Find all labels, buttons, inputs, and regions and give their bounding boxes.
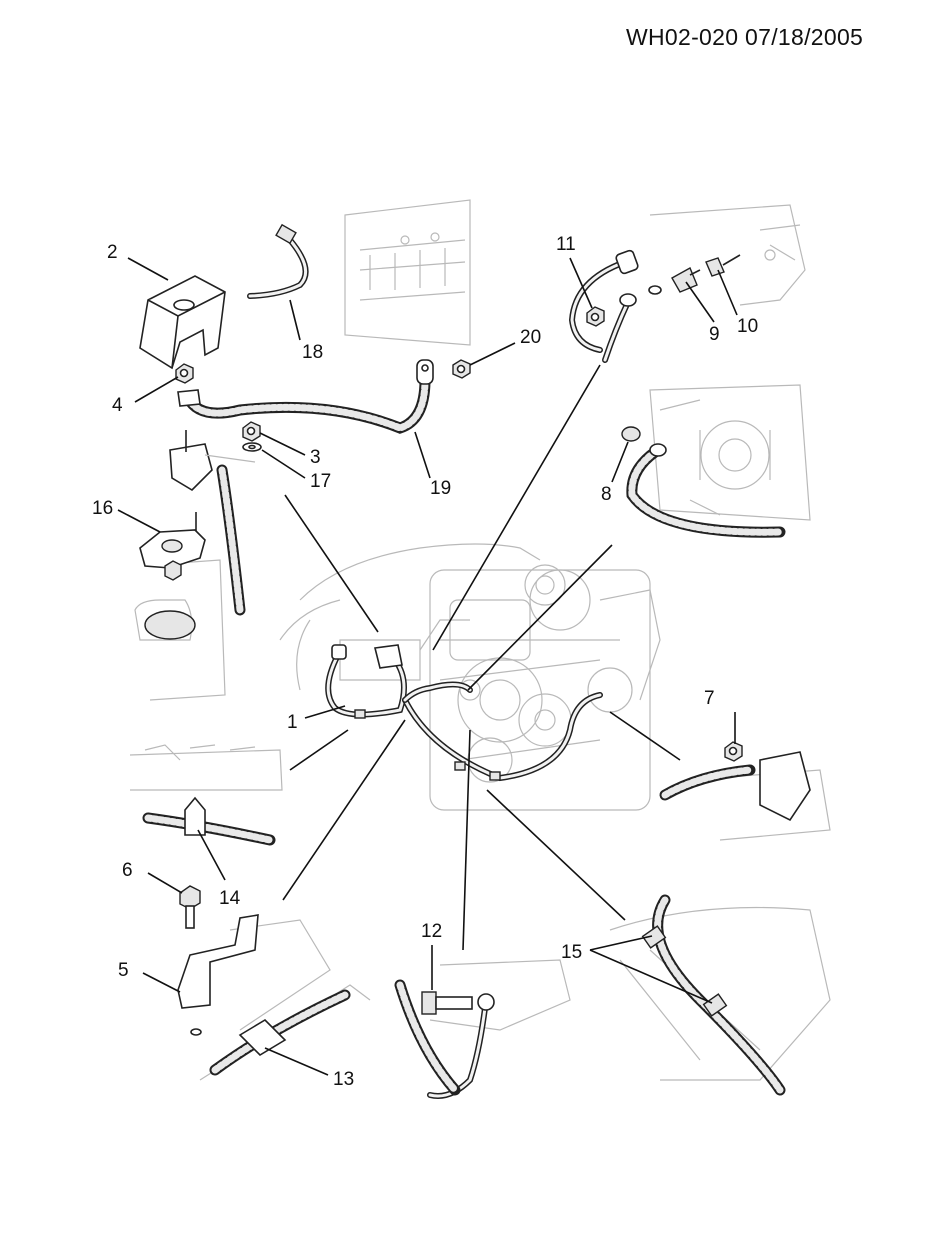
mount-context-drawings xyxy=(129,744,831,1081)
callout-13: 13 xyxy=(333,1069,354,1090)
harness-connector-part-11 xyxy=(568,249,662,363)
callout-5: 5 xyxy=(118,960,129,981)
sensor-part-9 xyxy=(671,267,701,293)
callout-10: 10 xyxy=(737,316,758,337)
ground-bolt-part-12 xyxy=(394,979,495,1099)
battery-clamp-part-16 xyxy=(139,512,206,640)
engine-context-drawing xyxy=(279,543,661,811)
callout-19: 19 xyxy=(430,478,451,499)
callout-1: 1 xyxy=(287,712,298,733)
callout-14: 14 xyxy=(219,888,241,909)
diagram-id-date: WH02-020 07/18/2005 xyxy=(626,24,864,50)
small-cable-part-18 xyxy=(247,223,309,299)
leader-lines xyxy=(117,257,738,1076)
callout-17: 17 xyxy=(310,471,331,492)
harness-clip-part-13 xyxy=(209,989,351,1076)
callout-16: 16 xyxy=(92,498,113,519)
callout-9: 9 xyxy=(709,324,720,345)
nut-part-4 xyxy=(175,363,194,384)
bolt-part-6 xyxy=(179,885,201,929)
junction-block xyxy=(169,430,256,616)
alternator-cable-part-8 xyxy=(621,426,786,538)
ground-cable-part-1 xyxy=(325,644,603,782)
harness-clip-part-14 xyxy=(142,796,276,846)
harness-clips-part-15 xyxy=(641,894,786,1096)
callout-6: 6 xyxy=(122,860,133,881)
fuse-box-context-drawing xyxy=(344,199,471,346)
callout-3: 3 xyxy=(310,447,321,468)
starter-lead-part-7 xyxy=(659,741,811,822)
callout-numbers: 2 18 20 4 3 17 19 16 11 9 10 8 7 1 6 14 … xyxy=(92,234,758,1090)
washer-part-17 xyxy=(242,442,262,452)
callout-2: 2 xyxy=(107,242,118,263)
nut-part-3 xyxy=(242,421,261,442)
callout-11: 11 xyxy=(556,234,576,255)
callout-4: 4 xyxy=(112,395,123,416)
callout-20: 20 xyxy=(520,327,541,348)
bracket-part-5 xyxy=(177,914,259,1036)
callout-8: 8 xyxy=(601,484,612,505)
nut-part-20 xyxy=(452,359,471,379)
positive-cable-part-19 xyxy=(177,359,434,434)
callout-7: 7 xyxy=(704,688,715,709)
clip-part-10 xyxy=(705,254,741,277)
alternator-context-drawing xyxy=(649,384,811,521)
callout-15: 15 xyxy=(561,942,582,963)
callout-12: 12 xyxy=(421,921,442,942)
starter-context-drawing xyxy=(649,204,806,306)
terminal-cover-part-2 xyxy=(139,275,226,370)
callout-18: 18 xyxy=(302,342,323,363)
